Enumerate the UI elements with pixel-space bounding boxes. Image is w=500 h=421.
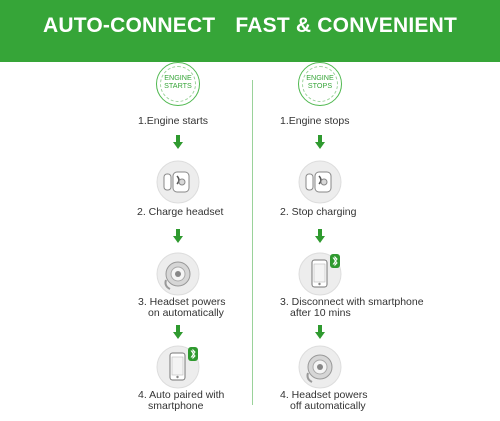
- charger-headset-icon: [298, 160, 342, 204]
- left-step-2-label: 2. Charge headset: [137, 206, 224, 218]
- right-step-3-label: 3. Disconnect with smartphone after 10 m…: [280, 296, 424, 319]
- badge-line1: ENGINE: [164, 73, 192, 82]
- banner-title-right: FAST & CONVENIENT: [235, 14, 457, 37]
- engine-starts-column: ENGINE STARTS 1.Engine starts 2. Charge …: [120, 0, 320, 421]
- right-step-1-label: 1.Engine stops: [280, 115, 350, 127]
- smartphone-bluetooth-icon: [298, 252, 342, 296]
- header-banner: AUTO-CONNECT FAST & CONVENIENT: [0, 0, 500, 62]
- left-step-4-label: 4. Auto paired with smartphone: [138, 389, 225, 412]
- badge-line1: ENGINE: [306, 73, 334, 82]
- column-divider: [252, 80, 253, 405]
- engine-stops-badge: ENGINE STOPS: [298, 62, 342, 106]
- engine-stops-column: ENGINE STOPS 1.Engine stops 2. Stop char…: [262, 0, 462, 421]
- headset-icon: [298, 345, 342, 389]
- headset-icon: [156, 252, 200, 296]
- badge-line2: STOPS: [307, 81, 333, 90]
- down-arrow-icon: [173, 325, 183, 339]
- charger-headset-icon: [156, 160, 200, 204]
- down-arrow-icon: [315, 135, 325, 149]
- badge-line2: STARTS: [164, 81, 192, 90]
- down-arrow-icon: [315, 325, 325, 339]
- right-step-4-label: 4. Headset powers off automatically: [280, 389, 368, 412]
- left-step-3-label: 3. Headset powers on automatically: [138, 296, 226, 319]
- right-step-2-label: 2. Stop charging: [280, 206, 357, 218]
- smartphone-bluetooth-icon: [156, 345, 200, 389]
- engine-starts-badge: ENGINE STARTS: [156, 62, 200, 106]
- down-arrow-icon: [315, 229, 325, 243]
- down-arrow-icon: [173, 229, 183, 243]
- banner-title: AUTO-CONNECT FAST & CONVENIENT: [0, 14, 500, 38]
- down-arrow-icon: [173, 135, 183, 149]
- left-step-1-label: 1.Engine starts: [138, 115, 209, 127]
- banner-title-left: AUTO-CONNECT: [43, 14, 216, 37]
